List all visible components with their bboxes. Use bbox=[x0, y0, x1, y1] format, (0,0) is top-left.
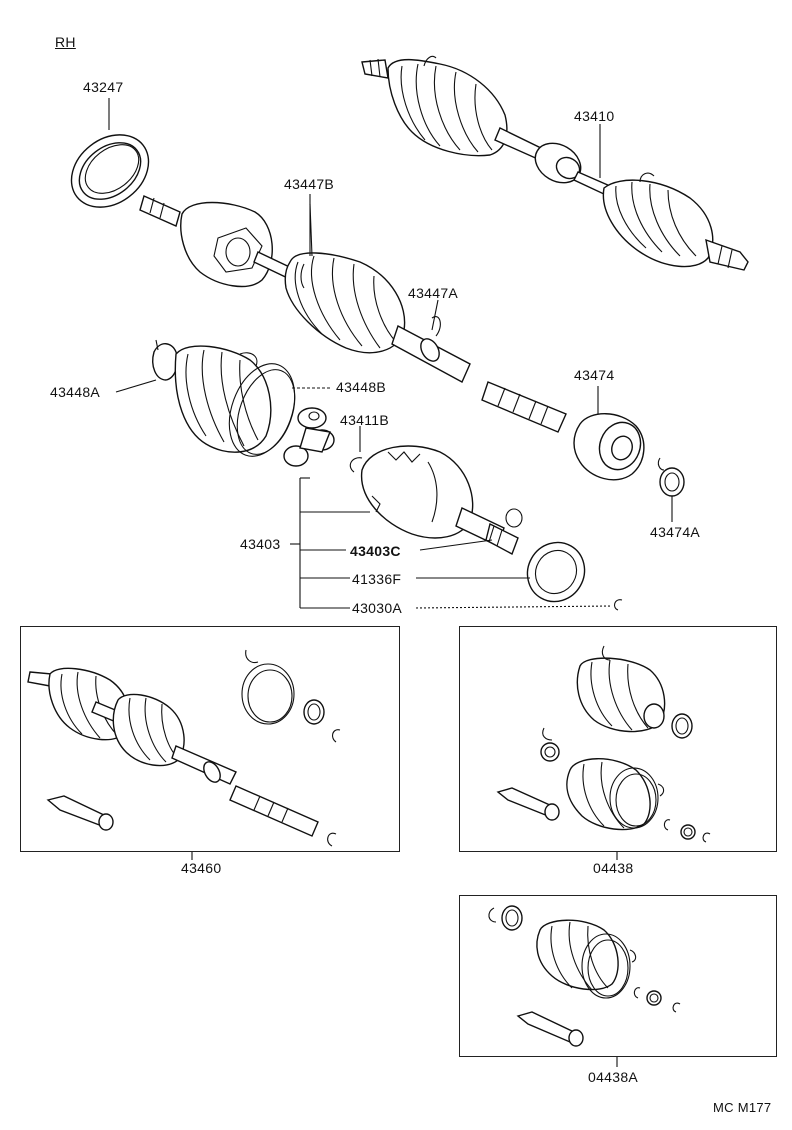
clip-43474A bbox=[657, 457, 685, 497]
part-label-43411B: 43411B bbox=[340, 412, 390, 428]
snap-ring-43030A bbox=[613, 599, 623, 611]
part-label-43030A: 43030A bbox=[352, 600, 403, 616]
part-label-43448B: 43448B bbox=[336, 379, 387, 395]
part-label-43448A: 43448A bbox=[50, 384, 101, 400]
spline-shaft bbox=[481, 381, 567, 433]
drive-shaft-assembly-43410 bbox=[361, 55, 749, 271]
part-label-41336F: 41336F bbox=[352, 571, 402, 587]
leader-lines bbox=[108, 98, 673, 1067]
part-label-43410: 43410 bbox=[574, 108, 615, 124]
kit-label-04438: 04438 bbox=[593, 860, 634, 876]
oil-seal-41336F bbox=[526, 541, 586, 603]
part-label-43474: 43474 bbox=[574, 367, 615, 383]
part-label-43447A: 43447A bbox=[408, 285, 459, 301]
part-label-43403: 43403 bbox=[240, 536, 281, 552]
kit-43460-drawing bbox=[27, 649, 341, 847]
kit-04438A-drawing bbox=[488, 905, 681, 1047]
kit-frame-04438 bbox=[459, 626, 777, 852]
kit-label-04438A: 04438A bbox=[588, 1069, 639, 1085]
boot-clamp-43448B bbox=[228, 352, 296, 457]
part-label-43403C: 43403C bbox=[350, 543, 401, 559]
outer-joint-with-boot bbox=[139, 195, 471, 383]
tripod-joint bbox=[283, 407, 335, 467]
kit-frame-43460 bbox=[20, 626, 400, 852]
side-indicator: RH bbox=[55, 34, 76, 50]
snap-ring-43411B bbox=[349, 457, 363, 473]
inner-boot-43448A bbox=[152, 339, 272, 453]
inboard-joint-housing-43403 bbox=[360, 445, 523, 555]
kit-label-43460: 43460 bbox=[181, 860, 222, 876]
kit-frame-04438A bbox=[459, 895, 777, 1057]
kit-04438-drawing bbox=[496, 645, 711, 843]
part-label-43474A: 43474A bbox=[650, 524, 701, 540]
dust-seal-ring-43247 bbox=[70, 134, 150, 208]
figure-code: MC M177 bbox=[713, 1100, 772, 1115]
part-label-43447B: 43447B bbox=[284, 176, 335, 192]
dynamic-damper-43474 bbox=[573, 413, 645, 481]
part-label-43247: 43247 bbox=[83, 79, 124, 95]
